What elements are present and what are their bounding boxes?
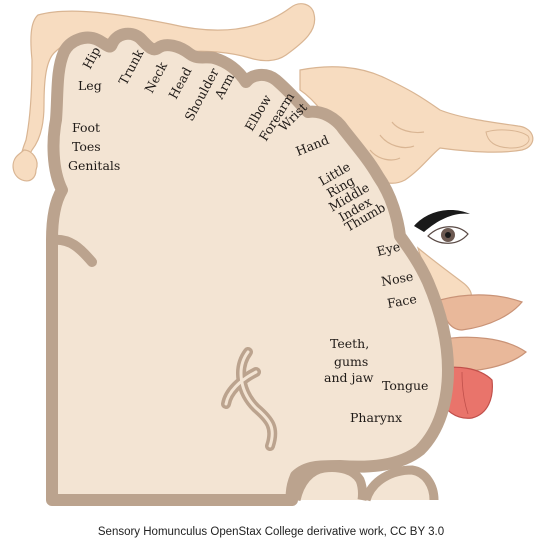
sulcus-upper xyxy=(47,234,97,267)
sulcus-lateral-inner xyxy=(224,350,274,448)
cortex-section xyxy=(46,27,454,506)
label-leg: Leg xyxy=(78,78,102,93)
thumb-illustration xyxy=(485,129,530,149)
label-pharynx: Pharynx xyxy=(350,410,402,425)
lower-gyrus-right xyxy=(361,465,439,502)
upper-lip-illustration xyxy=(439,294,524,331)
fingers-illustration xyxy=(369,121,425,161)
label-genitals: Genitals xyxy=(68,158,120,173)
image-caption: Sensory Homunculus OpenStax College deri… xyxy=(98,526,444,538)
foot-illustration xyxy=(12,149,38,182)
label-toes: Toes xyxy=(72,139,101,154)
label-teeth-line2: gums xyxy=(334,354,368,369)
lower-gyrus-left xyxy=(291,463,367,502)
tongue-groove xyxy=(461,371,469,415)
label-teeth-line3: and jaw xyxy=(324,370,374,385)
label-eye: Eye xyxy=(375,239,402,259)
eyebrow-illustration xyxy=(414,210,470,232)
label-nose: Nose xyxy=(380,269,414,289)
label-foot: Foot xyxy=(72,120,100,135)
label-teeth-line1: Teeth, xyxy=(330,336,369,351)
pupil xyxy=(445,232,451,238)
label-tongue: Tongue xyxy=(382,378,428,393)
label-face: Face xyxy=(386,291,418,311)
